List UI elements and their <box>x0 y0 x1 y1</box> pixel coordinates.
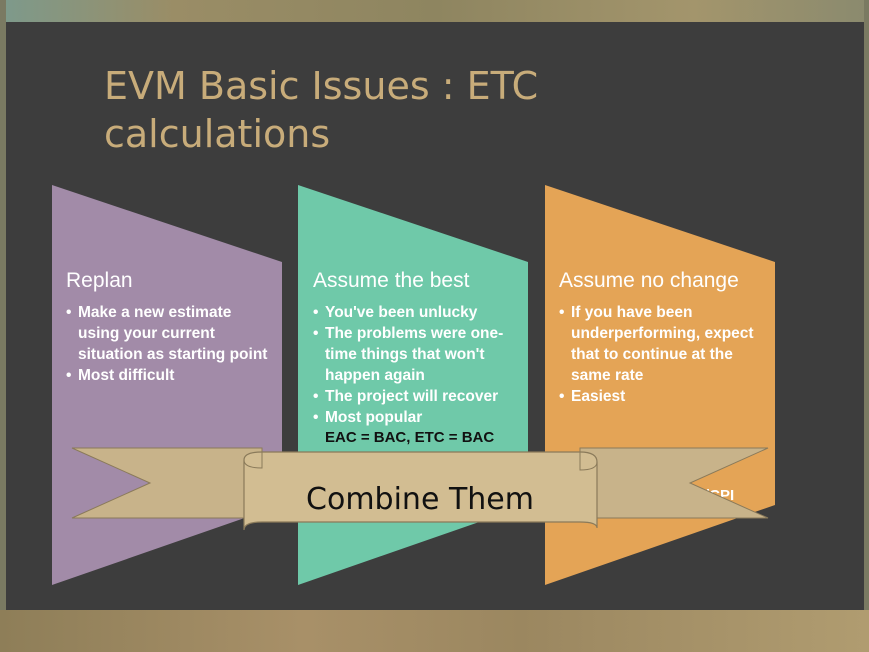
slide-title: EVM Basic Issues : ETC calculations <box>104 64 539 156</box>
list-item: The problems were one-time things that w… <box>313 323 525 386</box>
list-item: Make a new estimate using your current s… <box>66 302 271 365</box>
list-item: The project will recover <box>313 386 525 407</box>
banner-main <box>243 451 598 531</box>
frame-left <box>0 0 6 652</box>
panel-replan-heading: Replan <box>66 269 133 292</box>
panel-replan: Replan Make a new estimate using your cu… <box>66 268 271 386</box>
panel-assume-no-change-heading: Assume no change <box>559 269 739 292</box>
list-item: You've been unlucky <box>313 302 525 323</box>
panel-assume-best-bullets: You've been unlucky The problems were on… <box>313 302 525 428</box>
banner-right-tail <box>579 447 769 519</box>
panel-assume-best-heading: Assume the best <box>313 269 470 292</box>
list-item: Most difficult <box>66 365 271 386</box>
list-item: Easiest <box>559 386 764 407</box>
list-item: If you have been underperforming, expect… <box>559 302 764 386</box>
frame-top <box>0 0 869 22</box>
panel-assume-no-change-bullets: If you have been underperforming, expect… <box>559 302 764 407</box>
panel-assume-best-formula: EAC = BAC, ETC = BAC <box>325 429 495 446</box>
frame-right <box>864 0 869 652</box>
list-item: Most popular <box>313 407 525 428</box>
frame-bottom <box>0 610 869 652</box>
banner-fold-right <box>579 452 598 471</box>
banner-left-tail <box>71 447 263 519</box>
panel-assume-best: Assume the best You've been unlucky The … <box>313 268 525 448</box>
banner-text: Combine Them <box>306 482 534 517</box>
panel-assume-no-change: Assume no change If you have been underp… <box>559 268 764 407</box>
panel-replan-bullets: Make a new estimate using your current s… <box>66 302 271 386</box>
banner-fold-left <box>243 452 263 469</box>
